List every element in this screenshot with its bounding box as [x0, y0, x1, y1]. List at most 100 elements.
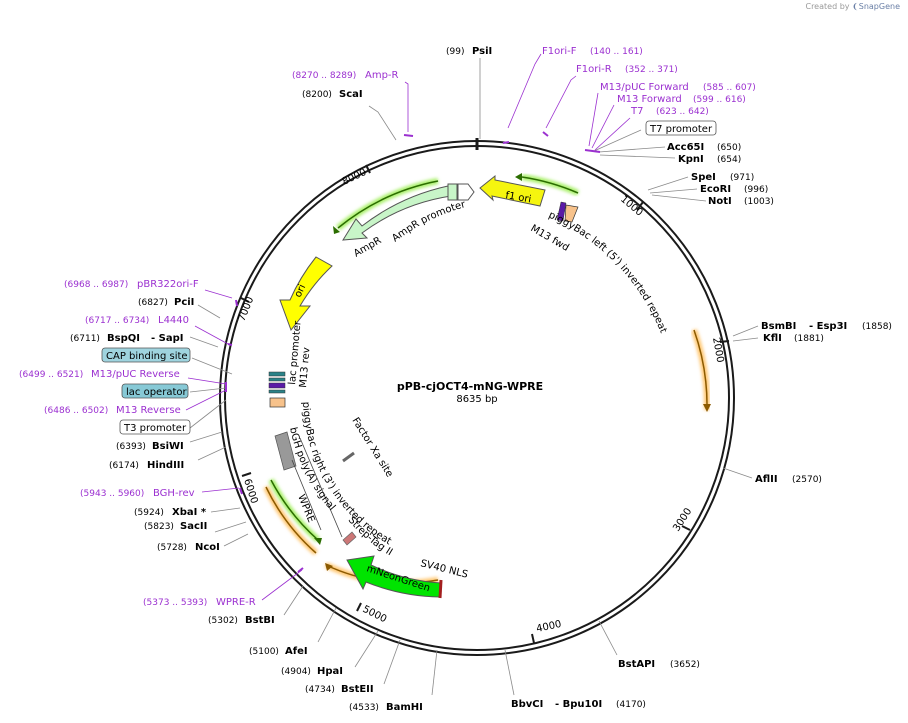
lac-promoter-block[interactable]	[268, 389, 286, 394]
primer-amp-r[interactable]: Amp-R	[365, 70, 399, 81]
factor-xa-mark[interactable]	[342, 451, 355, 463]
enzyme-scai[interactable]: ScaI	[339, 89, 363, 100]
primer-t7[interactable]: T7	[630, 106, 643, 117]
primer-bgh-rev[interactable]: BGH-rev	[153, 488, 195, 499]
enzyme-sapi[interactable]: - SapI	[151, 333, 183, 344]
m13-rev-label: M13 rev	[298, 347, 312, 388]
lac-operator-box[interactable]: lac operator	[121, 383, 189, 399]
primer-m13-puc-reverse-range: (6499 .. 6521)	[19, 370, 83, 380]
enzyme-psii[interactable]: PsiI	[472, 46, 492, 57]
enzyme-bstbi[interactable]: BstBI	[245, 615, 275, 626]
lac-operator-label: lac operator	[126, 387, 187, 398]
enzyme-bsmbi[interactable]: BsmBI	[761, 321, 796, 332]
enzyme-bsmbi-pos: (1858)	[862, 322, 892, 332]
enzyme-bstapi[interactable]: BstAPI	[618, 659, 655, 670]
enzyme-bsteii[interactable]: BstEII	[341, 684, 374, 695]
enzyme-bbvci-pos: (4170)	[616, 700, 646, 710]
enzyme-hindiii[interactable]: HindIII	[147, 460, 184, 471]
enzyme-sacii-pos: (5823)	[144, 522, 174, 532]
primer-f1ori-r[interactable]: F1ori-R	[576, 64, 612, 75]
enzyme-bsiwi-pos: (6393)	[116, 442, 146, 452]
primer-wpre-r[interactable]: WPRE-R	[216, 597, 256, 608]
enzyme-bpu10i[interactable]: - Bpu10I	[555, 699, 602, 710]
primer-amp-r-range: (8270 .. 8289)	[292, 71, 356, 81]
enzyme-kpni[interactable]: KpnI	[678, 154, 704, 165]
enzyme-kfli[interactable]: KflI	[763, 333, 782, 344]
enzyme-hpai[interactable]: HpaI	[317, 666, 343, 677]
enzyme-aflii-pos: (2570)	[792, 475, 822, 485]
enzyme-esp3i[interactable]: - Esp3I	[809, 321, 847, 332]
small-features	[268, 201, 579, 546]
enzyme-bspqi[interactable]: BspQI	[107, 333, 140, 344]
enzyme-pcii-pos: (6827)	[138, 298, 168, 308]
primer-pbr322ori-f-range: (6968 .. 6987)	[64, 280, 128, 290]
t7-promoter-box[interactable]: T7 promoter	[645, 120, 717, 136]
pb-right-block[interactable]	[269, 397, 286, 408]
enzyme-bamhi[interactable]: BamHI	[386, 702, 423, 713]
pb-left-block[interactable]	[564, 204, 579, 223]
sv40-nls-label: SV40 NLS	[419, 558, 469, 580]
enzyme-ncoi[interactable]: NcoI	[195, 542, 220, 553]
tick-label-8000: 8000	[341, 167, 369, 188]
primer-f1ori-f[interactable]: F1ori-F	[542, 46, 577, 57]
enzyme-kfli-pos: (1881)	[794, 334, 824, 344]
enzyme-bsiwi[interactable]: BsiWI	[152, 441, 184, 452]
strep-tag-mark[interactable]	[342, 531, 357, 546]
primer-f1ori-r-range: (352 .. 371)	[625, 65, 678, 75]
bgh-block[interactable]	[274, 431, 297, 471]
f1-ori-label: f1 ori	[504, 190, 532, 205]
tick-7000	[240, 297, 250, 303]
ori-label: ori	[293, 283, 308, 299]
lac-op-block[interactable]	[268, 382, 286, 389]
enzyme-afei[interactable]: AfeI	[285, 646, 308, 657]
enzyme-acc65i[interactable]: Acc65I	[667, 142, 704, 153]
primer-m13-reverse-range: (6486 .. 6502)	[44, 406, 108, 416]
enzyme-ncoi-pos: (5728)	[157, 543, 187, 553]
primer-m13-reverse[interactable]: M13 Reverse	[116, 405, 181, 416]
enzyme-noti-pos: (1003)	[744, 197, 774, 207]
cap-site-block[interactable]	[268, 371, 286, 377]
enzyme-aflii[interactable]: AflII	[755, 474, 778, 485]
factor-xa-label: Factor Xa site	[349, 416, 394, 480]
map-center: pPB-cjOCT4-mNG-WPRE 8635 bp	[397, 380, 543, 405]
primer-l4440[interactable]: L4440	[158, 315, 189, 326]
enzyme-bbvci[interactable]: BbvCI	[511, 699, 543, 710]
pb-left-text: piggyBac left (5') inverted repeat	[547, 210, 669, 335]
feature-ampr[interactable]: AmpR AmpR promoter	[342, 183, 475, 260]
enzyme-psii-pos: (99)	[446, 47, 464, 57]
enzyme-xbai[interactable]: XbaI *	[172, 507, 207, 518]
primer-l4440-range: (6717 .. 6734)	[85, 316, 149, 326]
cap-binding-site-label: CAP binding site	[106, 351, 188, 362]
feature-f1-ori[interactable]: f1 ori	[479, 174, 546, 207]
enzyme-sacii[interactable]: SacII	[180, 521, 207, 532]
enzyme-ecori[interactable]: EcoRI	[700, 184, 731, 195]
primer-m13-puc-reverse[interactable]: M13/pUC Reverse	[91, 369, 180, 380]
snapgene-credit: Created by ❨SnapGene	[805, 2, 900, 11]
t3-promoter-box[interactable]: T3 promoter	[119, 419, 191, 435]
primer-m13-forward[interactable]: M13 Forward	[617, 94, 682, 105]
enzyme-bstapi-pos: (3652)	[670, 660, 700, 670]
feature-ori[interactable]: ori	[279, 256, 333, 332]
cap-binding-site-box[interactable]: CAP binding site	[101, 347, 191, 363]
tick-8000	[365, 164, 371, 174]
enzyme-acc65i-pos: (650)	[717, 143, 741, 153]
enzyme-spei-pos: (971)	[730, 173, 754, 183]
tick-3000	[681, 525, 691, 531]
primer-m13-puc-forward[interactable]: M13/pUC Forward	[600, 82, 689, 93]
m13-rev-block[interactable]	[268, 377, 286, 382]
primer-f1ori-f-range: (140 .. 161)	[590, 47, 643, 57]
tick-4000	[531, 633, 535, 644]
credit-brand: SnapGene	[858, 2, 900, 11]
boxed-labels: T7 promoter CAP binding site lac operato…	[101, 120, 717, 435]
primer-pbr322ori-f[interactable]: pBR322ori-F	[137, 279, 199, 290]
enzyme-connectors	[189, 58, 759, 696]
enzyme-xbai-pos: (5924)	[134, 508, 164, 518]
enzyme-bsteii-pos: (4734)	[305, 685, 335, 695]
green-arcs	[268, 173, 580, 545]
feature-mneongreen[interactable]: mNeonGreen SV40 NLS	[346, 555, 469, 599]
m13-fwd-block[interactable]	[556, 201, 567, 222]
enzyme-spei[interactable]: SpeI	[691, 172, 716, 183]
enzyme-noti[interactable]: NotI	[708, 196, 732, 207]
enzyme-pcii[interactable]: PciI	[174, 297, 194, 308]
enzyme-scai-pos: (8200)	[302, 90, 332, 100]
